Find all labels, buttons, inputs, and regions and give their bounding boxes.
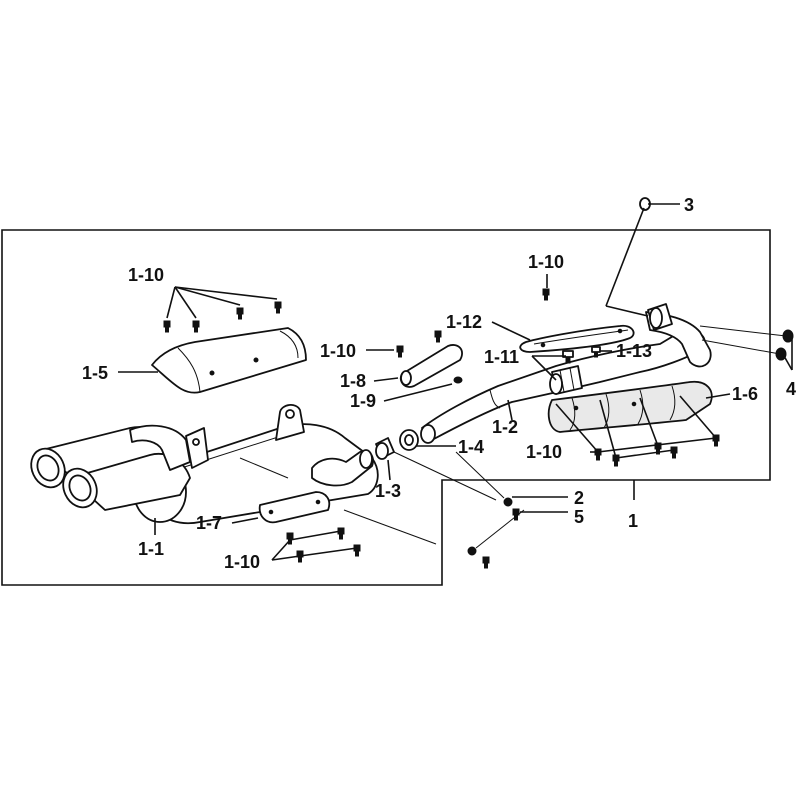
label-1-9: 1-9: [350, 391, 377, 411]
label-1-4: 1-4: [458, 437, 485, 457]
label-1-7: 1-7: [196, 513, 223, 533]
label-5: 5: [574, 507, 585, 527]
label-3: 3: [684, 195, 695, 215]
label-1-10-a: 1-10: [128, 265, 165, 285]
label-1: 1: [628, 511, 639, 531]
label-1-2: 1-2: [492, 417, 519, 437]
label-1-1: 1-1: [138, 539, 165, 559]
bracket-1-8: [399, 344, 463, 388]
label-1-3: 1-3: [375, 481, 402, 501]
label-1-10-d: 1-10: [528, 252, 565, 272]
heat-shield-1-7: [258, 491, 331, 524]
label-1-12: 1-12: [446, 312, 483, 332]
label-1-10-b: 1-10: [320, 341, 357, 361]
fasteners-2-3-4-5: [467, 197, 794, 569]
leader-lines: [118, 203, 793, 561]
clamp-1-11: [549, 365, 583, 395]
label-1-13: 1-13: [616, 341, 653, 361]
label-4: 4: [786, 379, 797, 399]
assembly-lines: [239, 325, 787, 549]
assembly-outline: [1, 229, 771, 586]
label-1-10-c: 1-10: [224, 552, 261, 572]
label-1-6: 1-6: [732, 384, 759, 404]
bracket-1-12: [519, 324, 635, 353]
heat-shield-1-6: [547, 380, 713, 433]
gasket-1-4: [399, 429, 419, 451]
label-1-5: 1-5: [82, 363, 109, 383]
heat-shield-1-5: [151, 327, 307, 394]
clamp-1-3: [375, 437, 395, 460]
label-1-10-e: 1-10: [526, 442, 563, 462]
small-parts-1-9-1-13: [453, 346, 601, 384]
label-1-11: 1-11: [484, 347, 520, 367]
label-2: 2: [574, 488, 585, 508]
label-1-8: 1-8: [340, 371, 367, 391]
